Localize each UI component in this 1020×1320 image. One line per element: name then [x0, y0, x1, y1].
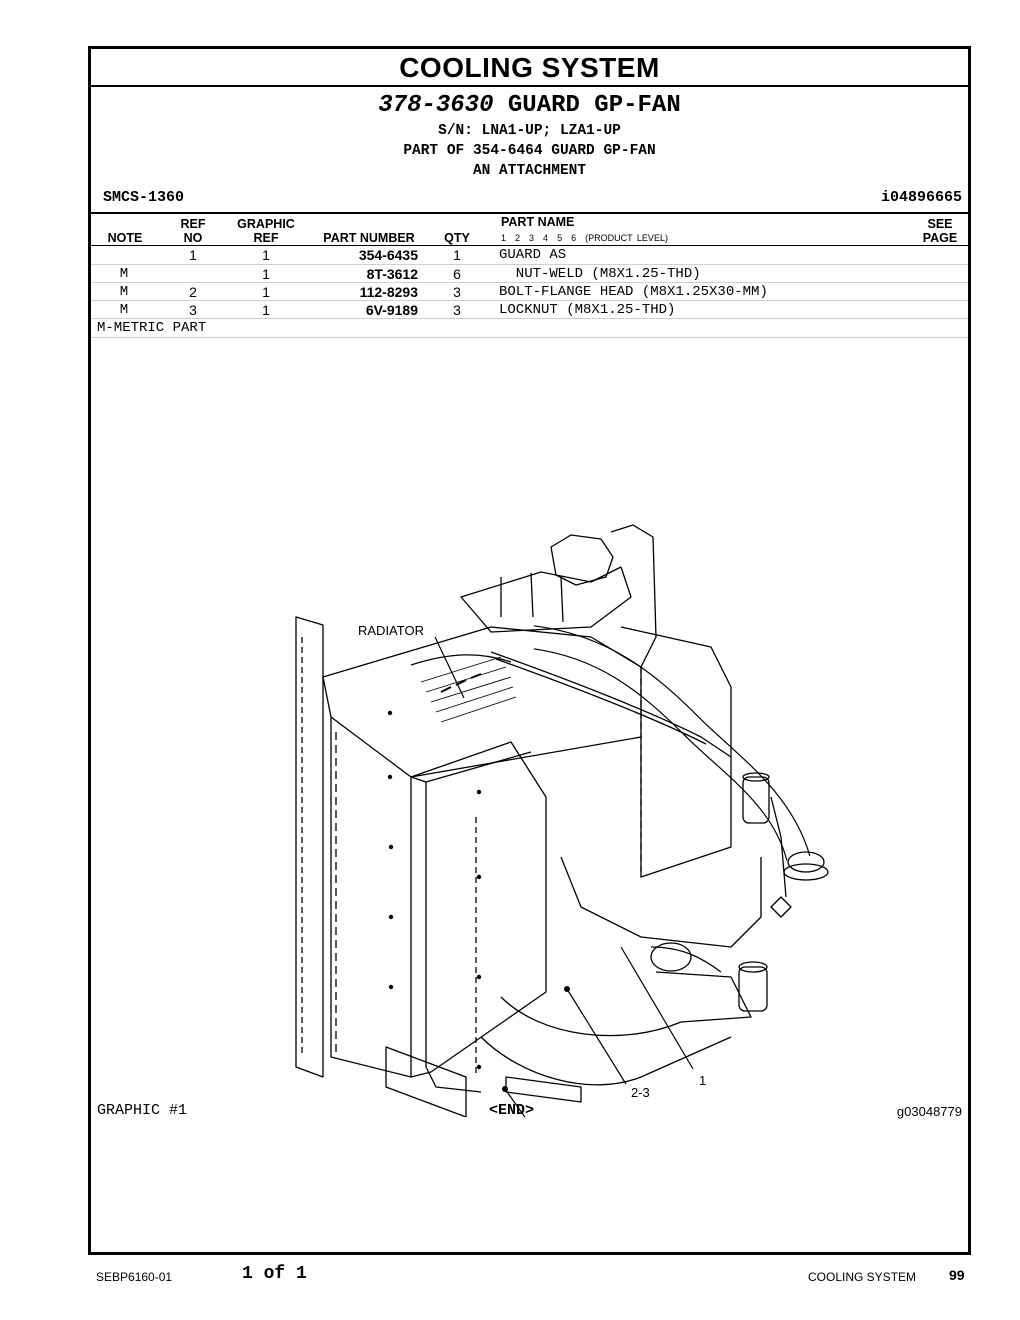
- product-level-caption: (PRODUCT LEVEL): [585, 233, 668, 243]
- col-header-see-page-1: SEE: [927, 217, 953, 231]
- row-ref-no: 2: [189, 284, 197, 300]
- row-graphic-ref: 1: [262, 284, 270, 300]
- metric-part-note: M-METRIC PART: [97, 320, 207, 336]
- radiator-label: RADIATOR: [358, 623, 424, 638]
- callout-1-label: 1: [699, 1073, 706, 1088]
- col-header-graphic-ref-1: GRAPHIC: [237, 217, 295, 231]
- graphic-number: GRAPHIC #1: [97, 1102, 188, 1119]
- serial-number-range: S/N: LNA1-UP; LZA1-UP: [438, 123, 621, 139]
- row-qty: 3: [453, 302, 461, 318]
- fastener-markers: [387, 710, 570, 1092]
- product-level-3: 3: [529, 233, 535, 243]
- section-title: COOLING SYSTEM: [91, 49, 968, 87]
- page-frame: COOLING SYSTEM 378-3630 GUARD GP-FAN S/N…: [88, 46, 971, 1255]
- group-number: 378-3630: [378, 92, 494, 119]
- col-header-note: NOTE: [107, 231, 143, 245]
- col-header-ref-no-2: NO: [183, 231, 203, 245]
- smcs-code: SMCS-1360: [103, 189, 185, 206]
- group-name: GUARD GP-FAN: [507, 92, 681, 119]
- row-ref-no: 1: [189, 247, 197, 263]
- row-part-number: 8T-3612: [366, 266, 418, 282]
- row-graphic-ref: 1: [262, 302, 270, 318]
- radiator-assembly-drawing: [295, 524, 829, 1117]
- footer-doc-number: SEBP6160-01: [96, 1270, 173, 1284]
- table-header-rule: [91, 245, 968, 246]
- row-qty: 3: [453, 284, 461, 300]
- row-ref-no: 3: [189, 302, 197, 318]
- row-part-name: NUT-WELD (M8X1.25-THD): [499, 266, 701, 282]
- col-header-part-name: PART NAME: [501, 215, 575, 229]
- row-part-name: GUARD AS: [499, 247, 567, 263]
- product-level-1: 1: [501, 233, 507, 243]
- row-divider: [91, 337, 968, 338]
- part-of-line: PART OF 354-6464 GUARD GP-FAN: [403, 143, 656, 159]
- end-marker: <END>: [489, 1102, 535, 1119]
- graphic-id: g03048779: [896, 1104, 962, 1119]
- row-qty: 1: [453, 247, 461, 263]
- row-note: M: [119, 302, 129, 318]
- product-level-6: 6: [571, 233, 577, 243]
- col-header-graphic-ref-2: REF: [253, 231, 279, 245]
- footer-page-number: 99: [949, 1267, 965, 1283]
- document-id: i04896665: [880, 189, 962, 206]
- row-divider: [91, 282, 968, 283]
- group-title: 378-3630 GUARD GP-FAN: [91, 92, 968, 119]
- col-header-part-number: PART NUMBER: [323, 231, 415, 245]
- row-note: M: [119, 284, 129, 300]
- row-part-name: BOLT-FLANGE HEAD (M8X1.25X30-MM): [499, 284, 768, 300]
- table-top-rule: [91, 212, 968, 214]
- callout-2-3-label: 2-3: [631, 1085, 650, 1100]
- row-part-number: 112-8293: [359, 284, 418, 300]
- product-level-5: 5: [557, 233, 563, 243]
- row-divider: [91, 264, 968, 265]
- footer-page-count: 1 of 1: [242, 1264, 307, 1284]
- callout-leaders: [434, 636, 694, 1117]
- product-level-4: 4: [543, 233, 549, 243]
- row-qty: 6: [453, 266, 461, 282]
- row-note: M: [119, 266, 129, 282]
- attachment-line: AN ATTACHMENT: [472, 163, 587, 179]
- row-graphic-ref: 1: [262, 266, 270, 282]
- row-part-number: 354-6435: [358, 247, 418, 263]
- footer-section-name: COOLING SYSTEM: [808, 1270, 917, 1284]
- col-header-ref-no-1: REF: [180, 217, 206, 231]
- product-level-2: 2: [515, 233, 521, 243]
- row-divider: [91, 318, 968, 319]
- row-part-name: LOCKNUT (M8X1.25-THD): [499, 302, 676, 318]
- col-header-see-page-2: PAGE: [922, 231, 958, 245]
- row-divider: [91, 300, 968, 301]
- row-part-number: 6V-9189: [365, 302, 418, 318]
- row-graphic-ref: 1: [262, 247, 270, 263]
- col-header-qty: QTY: [444, 231, 470, 245]
- guard-fan-diagram: RADIATOR 1 2-3 2-3: [295, 524, 829, 1117]
